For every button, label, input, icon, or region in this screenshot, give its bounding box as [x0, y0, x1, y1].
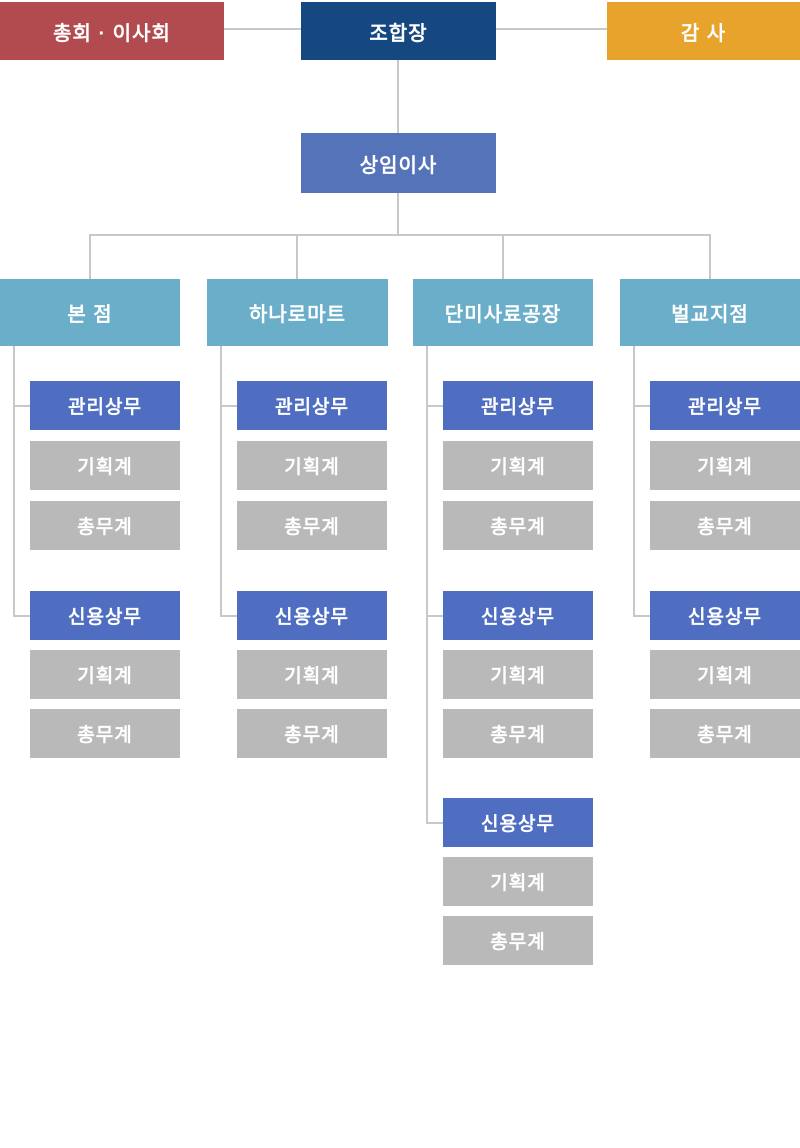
node-branch-beolgyo: 벌교지점 — [620, 279, 800, 346]
node-auditor: 감 사 — [607, 2, 800, 60]
node-union-president: 조합장 — [301, 2, 496, 60]
node-dept: 기획계 — [443, 441, 593, 490]
connector-stub — [426, 615, 443, 617]
node-group-head: 신용상무 — [443, 591, 593, 640]
connector-rail-branch-2 — [220, 346, 222, 617]
connector-stub — [633, 615, 650, 617]
connector-drop-branch-1 — [89, 234, 91, 279]
connector-distribution-bar — [89, 234, 711, 236]
node-branch-feed-factory: 단미사료공장 — [413, 279, 593, 346]
node-dept: 기획계 — [30, 441, 180, 490]
connector-rail-branch-3 — [426, 346, 428, 824]
connector-stub — [426, 405, 443, 407]
connector-stub — [633, 405, 650, 407]
node-group-head: 관리상무 — [443, 381, 593, 430]
node-dept: 총무계 — [443, 501, 593, 550]
node-general-assembly-board: 총회 · 이사회 — [0, 2, 224, 60]
node-dept: 총무계 — [30, 709, 180, 758]
connector-stub — [220, 615, 237, 617]
node-dept: 기획계 — [30, 650, 180, 699]
connector-rail-branch-4 — [633, 346, 635, 617]
connector-rail-branch-1 — [13, 346, 15, 617]
node-dept: 총무계 — [237, 709, 387, 758]
node-group-head: 신용상무 — [650, 591, 800, 640]
node-dept: 기획계 — [650, 650, 800, 699]
node-group-head: 신용상무 — [30, 591, 180, 640]
node-dept: 기획계 — [443, 650, 593, 699]
connector-drop-branch-2 — [296, 234, 298, 279]
connector-stub — [426, 822, 443, 824]
connector-president-auditor — [496, 28, 607, 30]
connector-stub — [13, 405, 30, 407]
node-branch-main-office: 본 점 — [0, 279, 180, 346]
node-executive-director: 상임이사 — [301, 133, 496, 193]
node-dept: 총무계 — [30, 501, 180, 550]
node-dept: 총무계 — [443, 916, 593, 965]
node-dept: 기획계 — [650, 441, 800, 490]
node-dept: 기획계 — [443, 857, 593, 906]
connector-stub — [220, 405, 237, 407]
connector-president-executive — [397, 60, 399, 133]
node-group-head: 관리상무 — [650, 381, 800, 430]
node-dept: 총무계 — [650, 501, 800, 550]
node-group-head: 관리상무 — [30, 381, 180, 430]
connector-drop-branch-3 — [502, 234, 504, 279]
node-dept: 총무계 — [650, 709, 800, 758]
node-group-head: 관리상무 — [237, 381, 387, 430]
node-dept: 기획계 — [237, 650, 387, 699]
node-branch-hanaro-mart: 하나로마트 — [207, 279, 388, 346]
connector-executive-distribution — [397, 193, 399, 234]
node-dept: 기획계 — [237, 441, 387, 490]
node-dept: 총무계 — [237, 501, 387, 550]
connector-drop-branch-4 — [709, 234, 711, 279]
node-group-head: 신용상무 — [237, 591, 387, 640]
connector-assembly-president — [224, 28, 301, 30]
node-group-head: 신용상무 — [443, 798, 593, 847]
connector-stub — [13, 615, 30, 617]
node-dept: 총무계 — [443, 709, 593, 758]
